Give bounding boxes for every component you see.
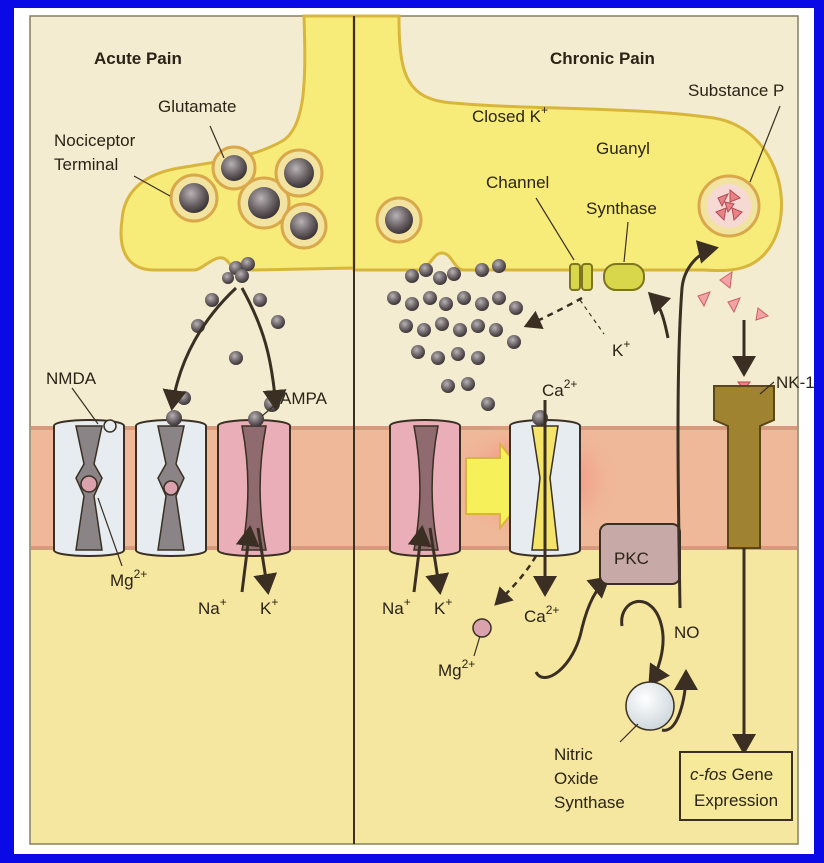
- nmda-channel-1: [54, 420, 124, 556]
- ampa-channel-right: [390, 420, 460, 556]
- nk1-label: NK-1: [776, 373, 814, 392]
- ampa-label: AMPA: [280, 389, 328, 408]
- nitric-oxide-synthase: [626, 682, 674, 730]
- diagram-canvas: Acute Pain Chronic Pain Glutamate Nocice…: [14, 8, 814, 854]
- closed-k-channel: [570, 264, 592, 290]
- pain-pathway-figure: Acute Pain Chronic Pain Glutamate Nocice…: [14, 8, 814, 854]
- guanyl-label: Guanyl: [596, 139, 650, 158]
- nitric-label: Nitric: [554, 745, 593, 764]
- guanyl-synthase: [604, 264, 644, 290]
- terminal-label: Terminal: [54, 155, 118, 174]
- ampa-channel-left: [218, 411, 290, 556]
- oxide-label: Oxide: [554, 769, 598, 788]
- nociceptor-label: Nociceptor: [54, 131, 136, 150]
- synthase2-label: Synthase: [554, 793, 625, 812]
- channel-label: Channel: [486, 173, 549, 192]
- nmda-channel-2: [136, 410, 206, 556]
- synthase-label: Synthase: [586, 199, 657, 218]
- no-label: NO: [674, 623, 700, 642]
- closed-k-label: Closed K+: [472, 103, 548, 126]
- nmda-label: NMDA: [46, 369, 97, 388]
- glutamate-label: Glutamate: [158, 97, 236, 116]
- mg-ion: [473, 619, 491, 637]
- substance-p-label: Substance P: [688, 81, 784, 100]
- cfos-gene-label: c-fos Gene: [690, 765, 773, 784]
- expression-label: Expression: [694, 791, 778, 810]
- pkc-label: PKC: [614, 549, 649, 568]
- acute-pain-title: Acute Pain: [94, 49, 182, 68]
- chronic-pain-title: Chronic Pain: [550, 49, 655, 68]
